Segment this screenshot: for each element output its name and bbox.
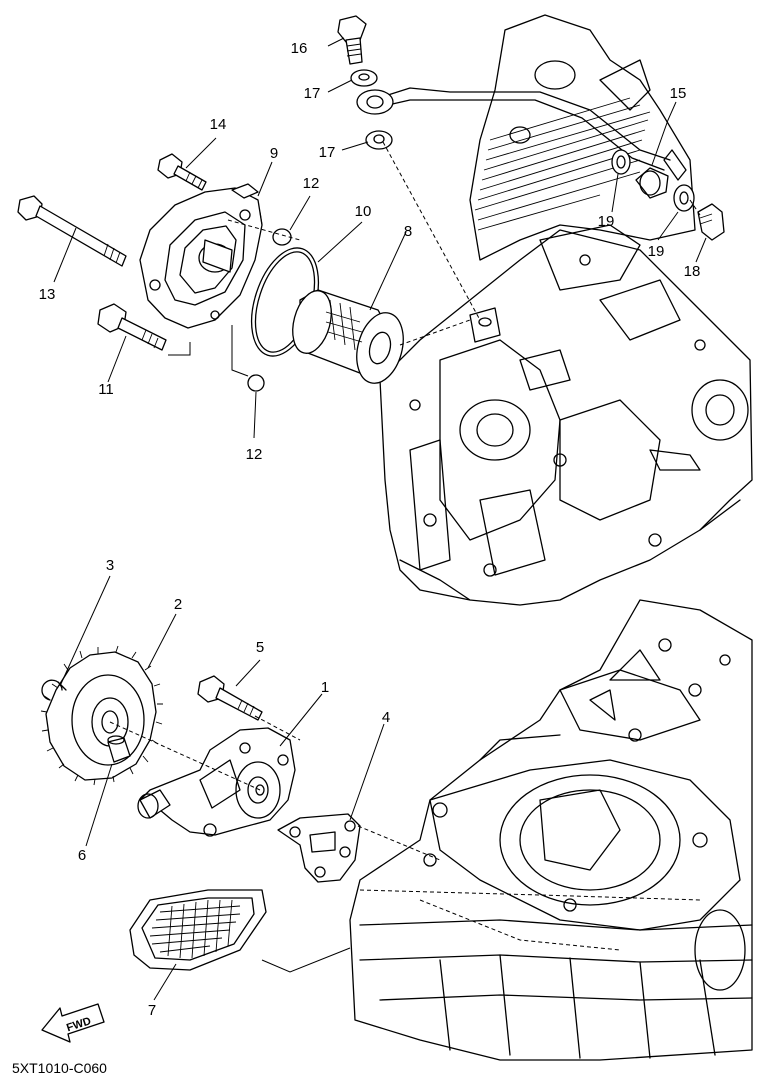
washer-19-right (673, 184, 695, 212)
oil-strainer-7 (129, 889, 267, 971)
washer-17-lower (365, 130, 393, 150)
callout-15: 15 (670, 85, 687, 102)
lower-crankcase (349, 599, 753, 1061)
callout-7: 7 (148, 1002, 156, 1019)
bolt-11 (97, 303, 167, 351)
callout-11: 11 (98, 381, 114, 398)
callout-1: 1 (321, 679, 329, 696)
callout-12-lower: 12 (246, 446, 263, 463)
o-ring-12-lower (247, 374, 265, 392)
upper-crankcase (379, 14, 753, 606)
callout-labels: 1 2 3 4 5 6 7 8 9 10 11 12 12 13 14 15 1… (39, 40, 701, 1019)
pipe-eye-fitting (635, 167, 669, 199)
alignment-lines (109, 141, 701, 861)
bolt-13 (17, 195, 127, 267)
callout-17-lower: 17 (319, 144, 336, 161)
callout-8: 8 (404, 223, 412, 240)
callout-5: 5 (256, 639, 264, 656)
callout-18: 18 (684, 263, 701, 280)
callout-14: 14 (210, 116, 227, 133)
gasket-4 (277, 813, 361, 883)
callout-19-left: 19 (598, 213, 615, 230)
callout-16: 16 (291, 40, 308, 57)
pump-drive-gear-2 (40, 645, 163, 786)
union-bolt-18 (697, 203, 725, 241)
callout-3: 3 (106, 557, 114, 574)
callout-13: 13 (39, 286, 56, 303)
leader-lines (53, 37, 707, 1001)
callout-4: 4 (382, 709, 390, 726)
callout-10: 10 (355, 203, 372, 220)
callout-9: 9 (270, 145, 278, 162)
o-ring-12-upper (272, 228, 292, 246)
bolt-5 (197, 675, 263, 721)
oil-delivery-pipe (356, 87, 687, 181)
diagram-code: 5XT1010-C060 (12, 1060, 107, 1076)
washer-19-left (611, 149, 631, 175)
oil-filter-element-8 (292, 289, 404, 384)
callout-2: 2 (174, 596, 182, 613)
fwd-arrow-icon: FWD (41, 1003, 105, 1043)
oil-filter-cover-9 (139, 183, 263, 329)
callout-12-upper: 12 (303, 175, 320, 192)
pin-6 (107, 735, 131, 763)
callout-17-upper: 17 (304, 85, 321, 102)
circlip-3 (41, 679, 67, 701)
callout-19-right: 19 (648, 243, 665, 260)
union-bolt-16 (337, 15, 367, 65)
oil-pump-1 (137, 727, 296, 837)
washer-17-upper (350, 69, 378, 87)
callout-6: 6 (78, 847, 86, 864)
bolt-14 (157, 153, 207, 191)
